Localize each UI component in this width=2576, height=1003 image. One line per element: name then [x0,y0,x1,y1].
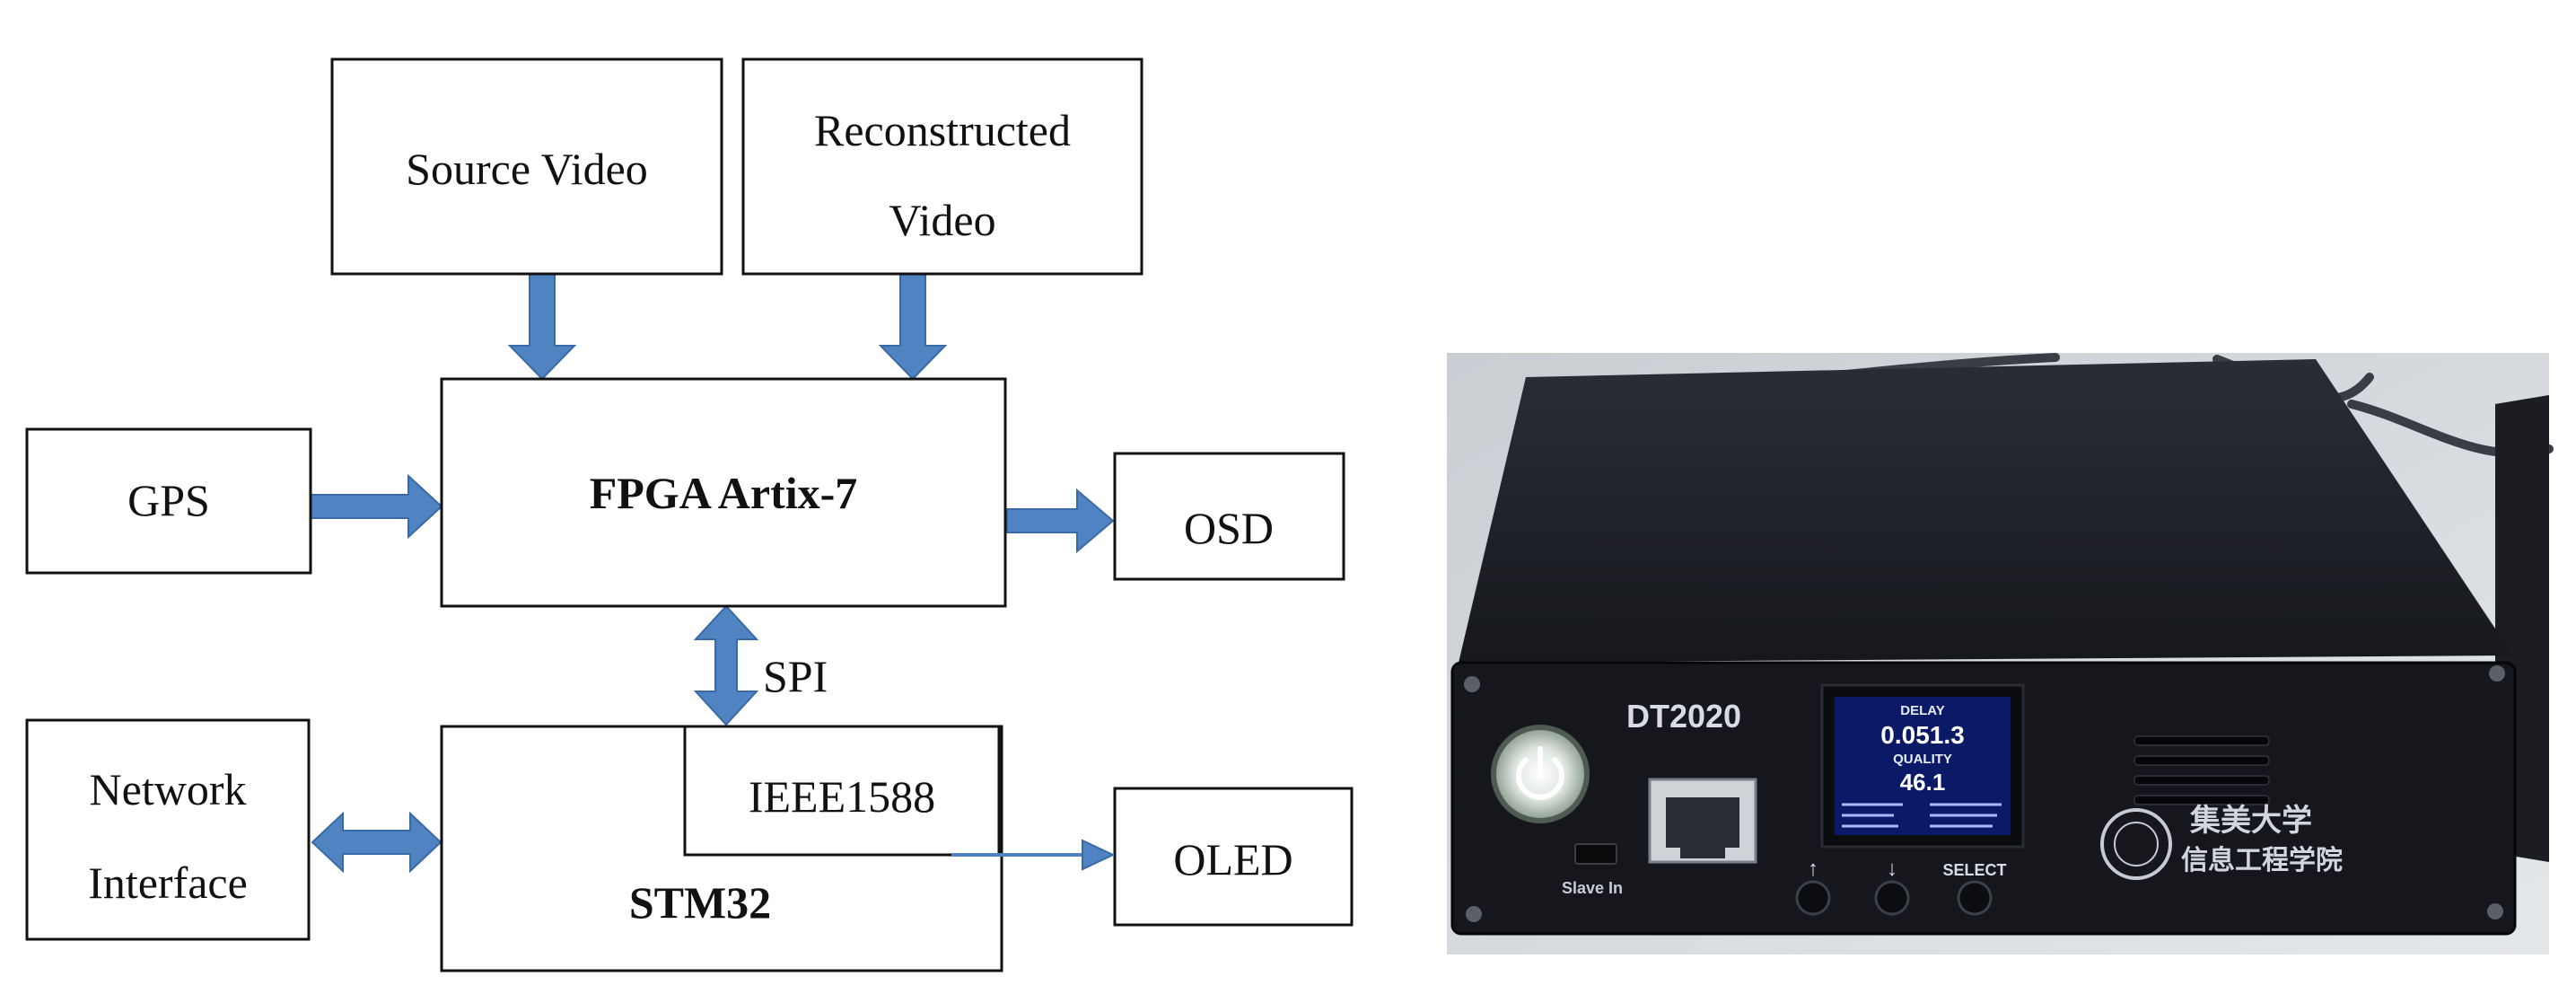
arrow-source-to-fpga [507,273,577,381]
network-interface-label-line2: Interface [88,858,248,908]
power-icon [1516,746,1564,800]
oled-screen-line3: QUALITY [1893,752,1952,767]
reconstructed-video-label-line2: Video [889,195,995,245]
select-button-label: SELECT [1942,861,2006,879]
osd-box [1113,452,1345,581]
panel-screws [1464,665,2505,922]
spi-label: SPI [763,651,828,701]
ethernet-port-clip [1680,848,1725,858]
gps-box [25,427,312,575]
gps-label: GPS [127,475,210,525]
oled-screen [1835,697,2011,835]
university-seal-inner [2114,822,2159,867]
arrows [310,273,1115,874]
network-interface-label-line1: Network [90,764,247,814]
stm32-label: STM32 [629,877,771,928]
network-interface-box [25,718,311,941]
oled-screen-line1: DELAY [1900,703,1944,718]
arrow-gps-to-fpga [310,473,443,540]
up-button[interactable] [1795,880,1831,916]
block-diagram: Source Video Reconstructed Video FPGA Ar… [25,57,1354,972]
vent-slots [2134,735,2270,805]
down-button[interactable] [1874,880,1910,916]
select-button[interactable] [1957,880,1993,916]
fpga-box [440,377,1007,608]
source-video-box [330,57,723,276]
down-button-label: ↓ [1887,857,1897,881]
ethernet-port-socket [1666,797,1739,848]
reconstructed-video-label-line1: Reconstructed [814,105,1071,155]
oled-label: OLED [1173,834,1292,884]
reconstructed-video-box [741,57,1143,276]
university-seal-icon [2100,808,2172,880]
device-photo: DT2020 Slave In DELAY 0.051.3 QUALITY 46… [1447,353,2554,955]
arrow-ieee1588-to-oled [951,839,1116,871]
device-top [1459,359,2513,663]
arrow-fpga-to-osd [1006,488,1115,554]
usb-slot-label: Slave In [1562,879,1623,897]
oled-screen-line4: 46.1 [1900,769,1946,796]
usb-slot[interactable] [1574,843,1617,865]
up-button-label: ↑ [1808,857,1818,881]
oled-box [1113,787,1354,927]
university-name-line1: 集美大学 [2189,803,2312,839]
source-video-label: Source Video [406,144,648,194]
oled-screen-detail-lines [1842,803,2002,828]
arrow-network-to-stm32 [311,811,442,874]
device-model-label: DT2020 [1626,698,1741,735]
fpga-label: FPGA Artix-7 [590,468,858,518]
osd-label: OSD [1184,503,1274,553]
arrow-reconstructed-to-fpga [878,273,948,381]
university-name-line2: 信息工程学院 [2181,845,2343,876]
oled-screen-line2: 0.051.3 [1880,721,1964,749]
ieee1588-box [683,725,1001,857]
arrow-spi-bidirectional [693,604,759,726]
ieee1588-label: IEEE1588 [749,771,935,822]
